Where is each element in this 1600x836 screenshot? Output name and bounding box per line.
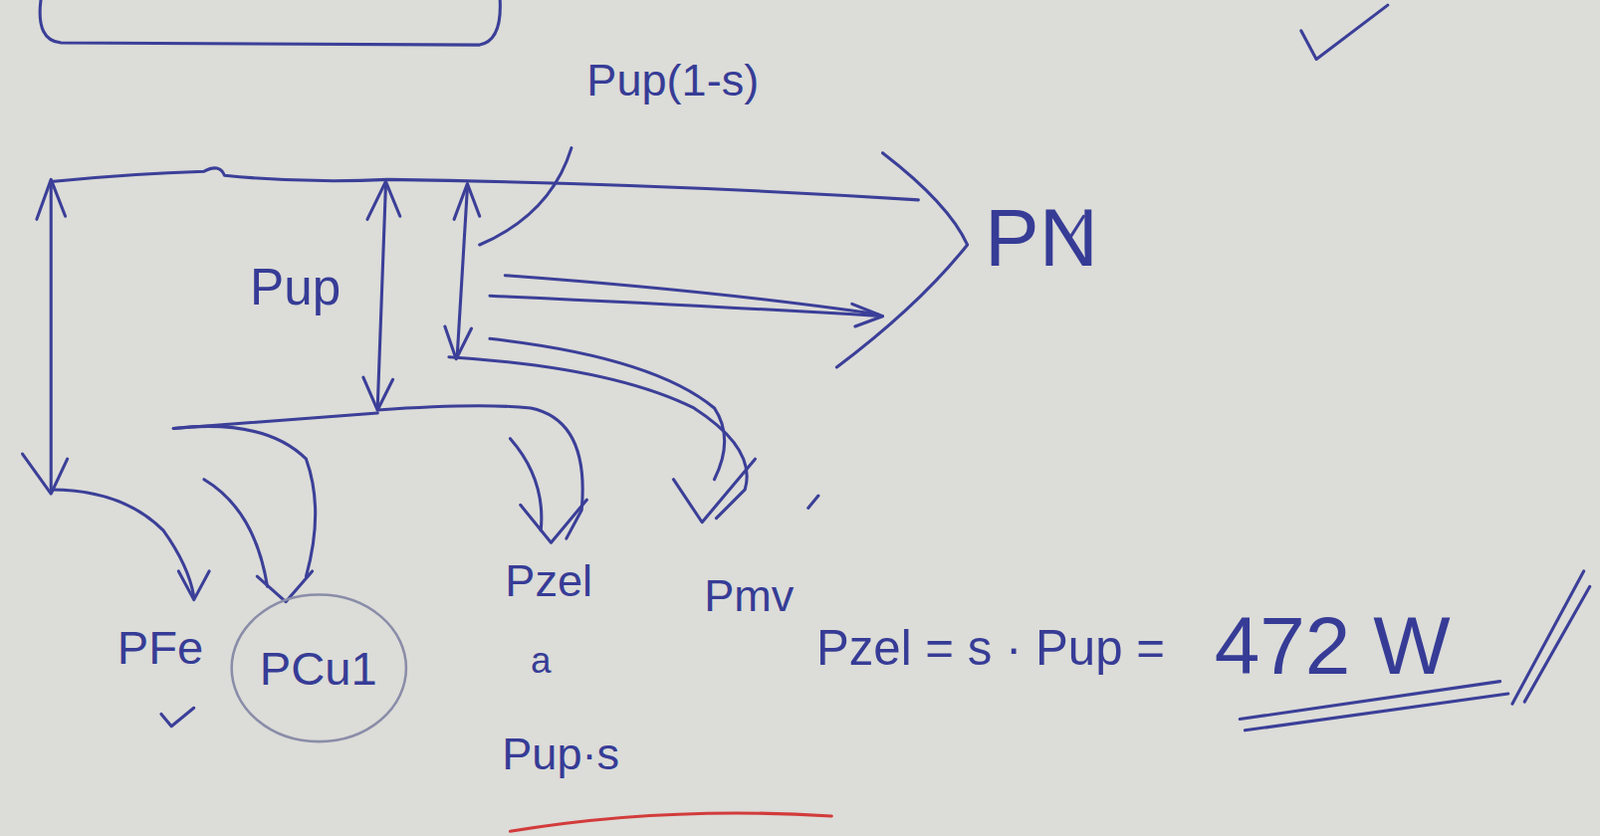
node-text: PCu1 — [259, 642, 378, 694]
circled-term: PCu1 — [228, 591, 409, 745]
flow-label: Pup — [249, 259, 341, 316]
loss-label: PFe — [117, 622, 204, 675]
result-value: 472 W — [1214, 602, 1451, 692]
equation-text: Pzel = s · Pup = — [816, 622, 1165, 677]
flow-label: Pup(1-s) — [586, 55, 759, 106]
loss-label: Pmv — [703, 571, 794, 622]
loss-label: Pup·s — [501, 729, 620, 780]
flow-label: PN — [984, 194, 1099, 284]
note-text: a — [530, 641, 552, 683]
loss-label: Pzel — [504, 556, 593, 607]
